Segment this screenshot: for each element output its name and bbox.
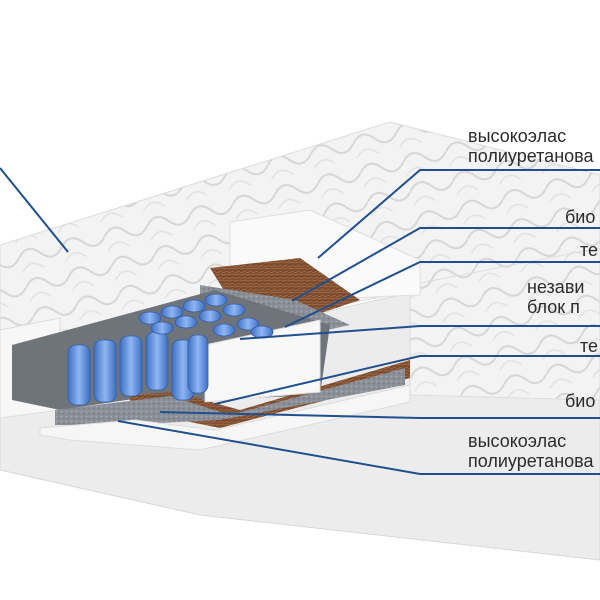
- spring-coil: [145, 331, 169, 391]
- spring-coil: [204, 293, 228, 307]
- callout-line: высокоэлас: [468, 431, 567, 451]
- leader-line: [284, 261, 600, 328]
- spring-coil: [93, 339, 117, 403]
- callout-line: полиуретанова: [468, 146, 594, 166]
- leader-line: [239, 325, 600, 340]
- leader-line: [214, 355, 600, 405]
- callout-label-spring-block: незави блок п: [527, 277, 584, 317]
- callout-label-bottom-foam: высокоэлас полиуретанова: [468, 431, 594, 471]
- spring-coil: [150, 321, 174, 335]
- leader-lines: [0, 167, 600, 475]
- callout-label-felt-bottom: те: [580, 336, 598, 356]
- spring-coil: [174, 315, 198, 329]
- callout-line: био: [565, 391, 596, 411]
- callout-label-felt-top: те: [580, 240, 598, 260]
- leader-line: [317, 169, 600, 259]
- leader-line: [117, 420, 600, 475]
- spring-coil: [119, 335, 143, 397]
- leader-line: [0, 167, 69, 253]
- spring-coil: [212, 323, 236, 337]
- spring-coil: [160, 305, 184, 319]
- callout-line: незави: [527, 277, 585, 297]
- felt-layer-lower: [55, 368, 405, 425]
- leader-line: [159, 411, 600, 419]
- callout-label-bio-top: био: [565, 207, 595, 227]
- callout-line: высокоэлас: [468, 126, 567, 146]
- leader-line: [291, 227, 600, 302]
- spring-coil: [182, 299, 206, 313]
- spring-coil: [67, 344, 91, 406]
- callout-label-top-foam: высокоэлас полиуретанова: [468, 126, 594, 166]
- spring-coil: [187, 334, 209, 394]
- callout-line: полиуретанова: [468, 451, 594, 471]
- independent-spring-block: [67, 293, 274, 406]
- callout-line: био: [565, 207, 596, 227]
- callout-label-bio-bottom: био: [565, 391, 595, 411]
- callout-line: те: [580, 336, 599, 356]
- spring-coil: [236, 317, 260, 331]
- spring-coil: [198, 309, 222, 323]
- callout-line: блок п: [527, 297, 580, 317]
- spring-coil: [222, 303, 246, 317]
- spring-coil: [138, 311, 162, 325]
- bottom-foam-layer: [39, 384, 411, 451]
- callout-line: те: [580, 240, 599, 260]
